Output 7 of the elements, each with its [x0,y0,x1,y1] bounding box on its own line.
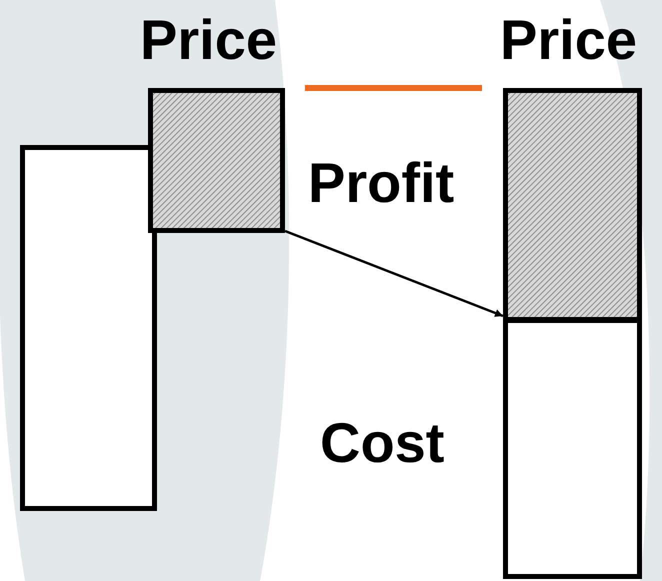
bar-box [148,88,285,233]
bar-box [20,145,157,511]
label-text: Profit [308,155,454,211]
arrow [284,230,504,318]
label-text: Price [140,12,277,68]
label-text: Cost [320,415,444,471]
label-text: Price [500,12,637,68]
